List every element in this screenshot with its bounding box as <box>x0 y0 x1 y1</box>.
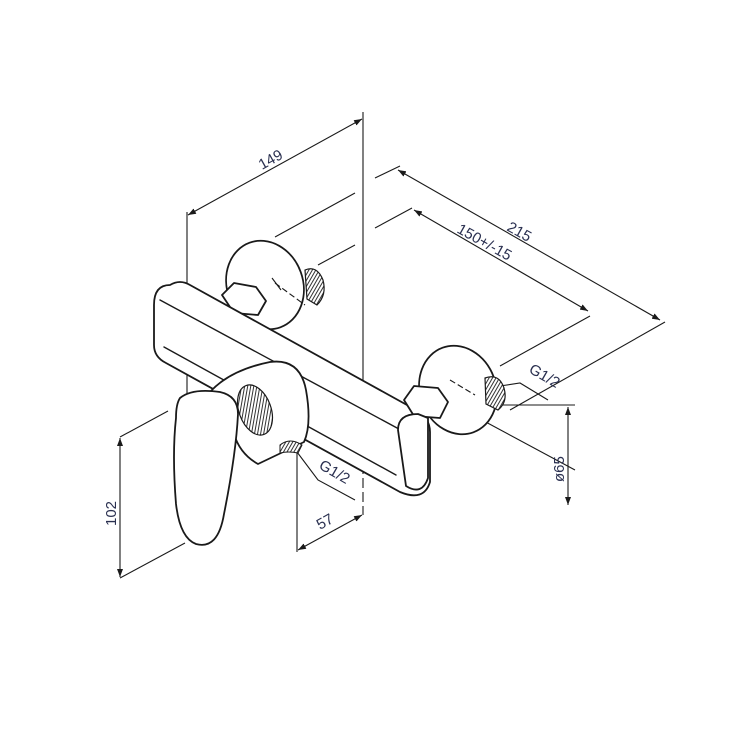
left-wall-flange <box>221 239 325 331</box>
label-flange-diameter: ø65 <box>551 456 568 482</box>
label-inlet-thread: G1/2 <box>526 361 563 392</box>
dimension-lines <box>117 118 661 577</box>
label-connection-spacing: 150+/-15 <box>454 221 514 265</box>
label-handle-height: 102 <box>103 501 120 526</box>
right-wall-flange <box>397 344 506 491</box>
label-outlet-offset: 57 <box>314 511 337 534</box>
handle-and-outlet <box>173 360 310 546</box>
label-overall-width: 215 <box>504 219 534 246</box>
label-overall-depth: 149 <box>256 146 286 173</box>
